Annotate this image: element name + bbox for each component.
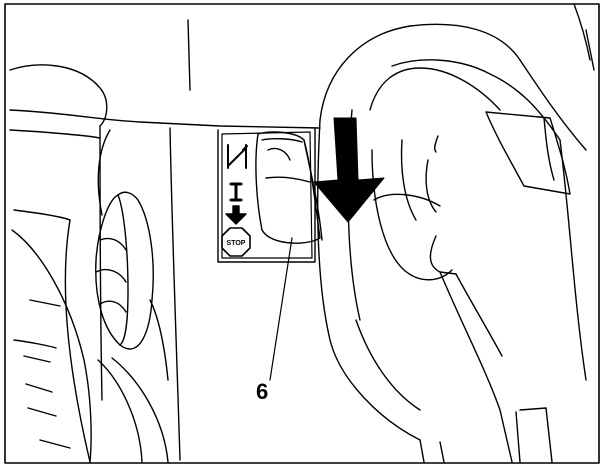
svg-text:STOP: STOP xyxy=(227,240,246,247)
knob xyxy=(95,129,169,381)
stop-icon: STOP xyxy=(221,227,251,257)
handle-assembly xyxy=(317,3,595,463)
callout-label-6: 6 xyxy=(256,379,269,404)
wheel xyxy=(97,357,169,463)
choke-icon xyxy=(227,144,248,169)
stop-arrow-icon xyxy=(225,205,247,225)
run-icon xyxy=(229,182,243,202)
control-panel: STOP xyxy=(221,131,313,259)
frame-border xyxy=(4,3,600,464)
engine-housing xyxy=(9,19,321,463)
callout-line xyxy=(269,237,293,381)
